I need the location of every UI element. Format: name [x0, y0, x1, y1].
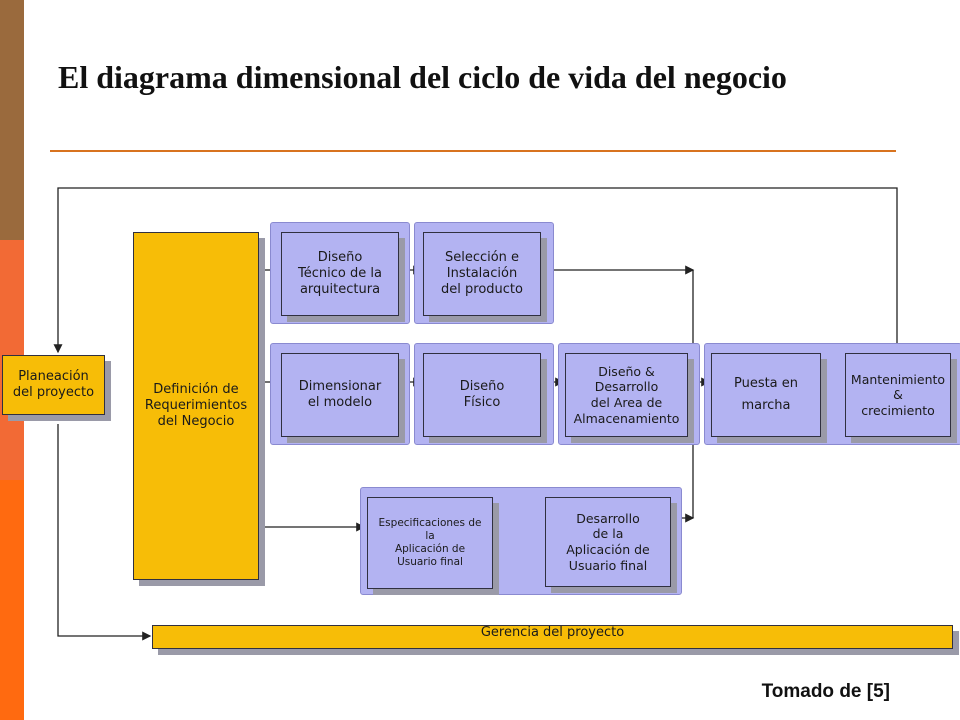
definicion-line-3: del Negocio [157, 414, 235, 430]
especificaciones-line-2: la [425, 529, 435, 542]
dimensionar-line-1: Dimensionar [298, 378, 382, 394]
definicion-line-2: Requerimientos [144, 397, 248, 413]
slide-title: El diagrama dimensional del ciclo de vid… [58, 59, 787, 95]
planeacion-box: Planeación del proyecto [2, 355, 105, 415]
mantenimiento-line-3: crecimiento [861, 402, 935, 418]
diseno-tecnico-line-2: Técnico de la [298, 265, 382, 281]
desarrollo-app-line-2: de la [592, 526, 624, 542]
diseno-desarrollo-line-4: Almacenamiento [573, 410, 680, 426]
diseno-tecnico-box: Diseño Técnico de la arquitectura [281, 232, 399, 316]
desarrollo-app-box: Desarrollo de la Aplicación de Usuario f… [545, 497, 671, 587]
desarrollo-app-line-1: Desarrollo [576, 510, 640, 526]
diseno-fisico-box: Diseño Físico [423, 353, 541, 437]
seleccion-line-1: Selección e [444, 249, 520, 265]
especificaciones-line-1: Especificaciones de [378, 516, 482, 529]
diseno-fisico-line-2: Físico [463, 395, 501, 410]
stripe-top [0, 0, 24, 240]
puesta-line-1: Puesta en [733, 375, 799, 391]
diseno-desarrollo-box: Diseño & Desarrollo del Area de Almacena… [565, 353, 688, 437]
desarrollo-app-line-4: Usuario final [568, 557, 648, 573]
planeacion-line-1: Planeación [18, 368, 89, 384]
definicion-box: Definición de Requerimientos del Negocio [133, 232, 259, 580]
diseno-desarrollo-line-1: Diseño & [598, 363, 655, 379]
especificaciones-box: Especificaciones de la Aplicación de Usu… [367, 497, 493, 589]
title-underline [50, 150, 896, 152]
mantenimiento-box: Mantenimiento & crecimiento [845, 353, 951, 437]
diseno-tecnico-line-3: arquitectura [299, 282, 381, 298]
planeacion-line-2: del proyecto [12, 385, 95, 400]
especificaciones-line-4: Usuario final [397, 556, 463, 569]
gerencia-bar: Gerencia del proyecto [152, 625, 953, 649]
planeacion-to-gerencia-line [57, 424, 152, 641]
dimensionar-box: Dimensionar el modelo [281, 353, 399, 437]
desarrollo-app-line-3: Aplicación de [566, 542, 650, 557]
gerencia-label: Gerencia del proyecto [480, 625, 625, 640]
mantenimiento-line-2: & [893, 387, 903, 403]
puesta-box: Puesta en marcha [711, 353, 821, 437]
diseno-desarrollo-line-3: del Area de [590, 395, 663, 410]
seleccion-box: Selección e Instalación del producto [423, 232, 541, 316]
diseno-tecnico-line-1: Diseño [317, 249, 363, 265]
diseno-fisico-line-1: Diseño [459, 378, 505, 394]
seleccion-line-3: del producto [441, 282, 523, 298]
seleccion-line-2: Instalación [446, 265, 518, 281]
definicion-line-1: Definición de [153, 381, 239, 397]
puesta-line-2: marcha [741, 398, 791, 413]
mantenimiento-line-1: Mantenimiento [850, 371, 946, 387]
source-credit: Tomado de [5] [761, 681, 890, 702]
especificaciones-line-3: Aplicación de [394, 543, 466, 555]
dimensionar-line-2: el modelo [307, 395, 373, 410]
diseno-desarrollo-line-2: Desarrollo [594, 379, 659, 395]
feedback-loop-line [53, 187, 898, 355]
stripe-bottom [0, 480, 24, 720]
